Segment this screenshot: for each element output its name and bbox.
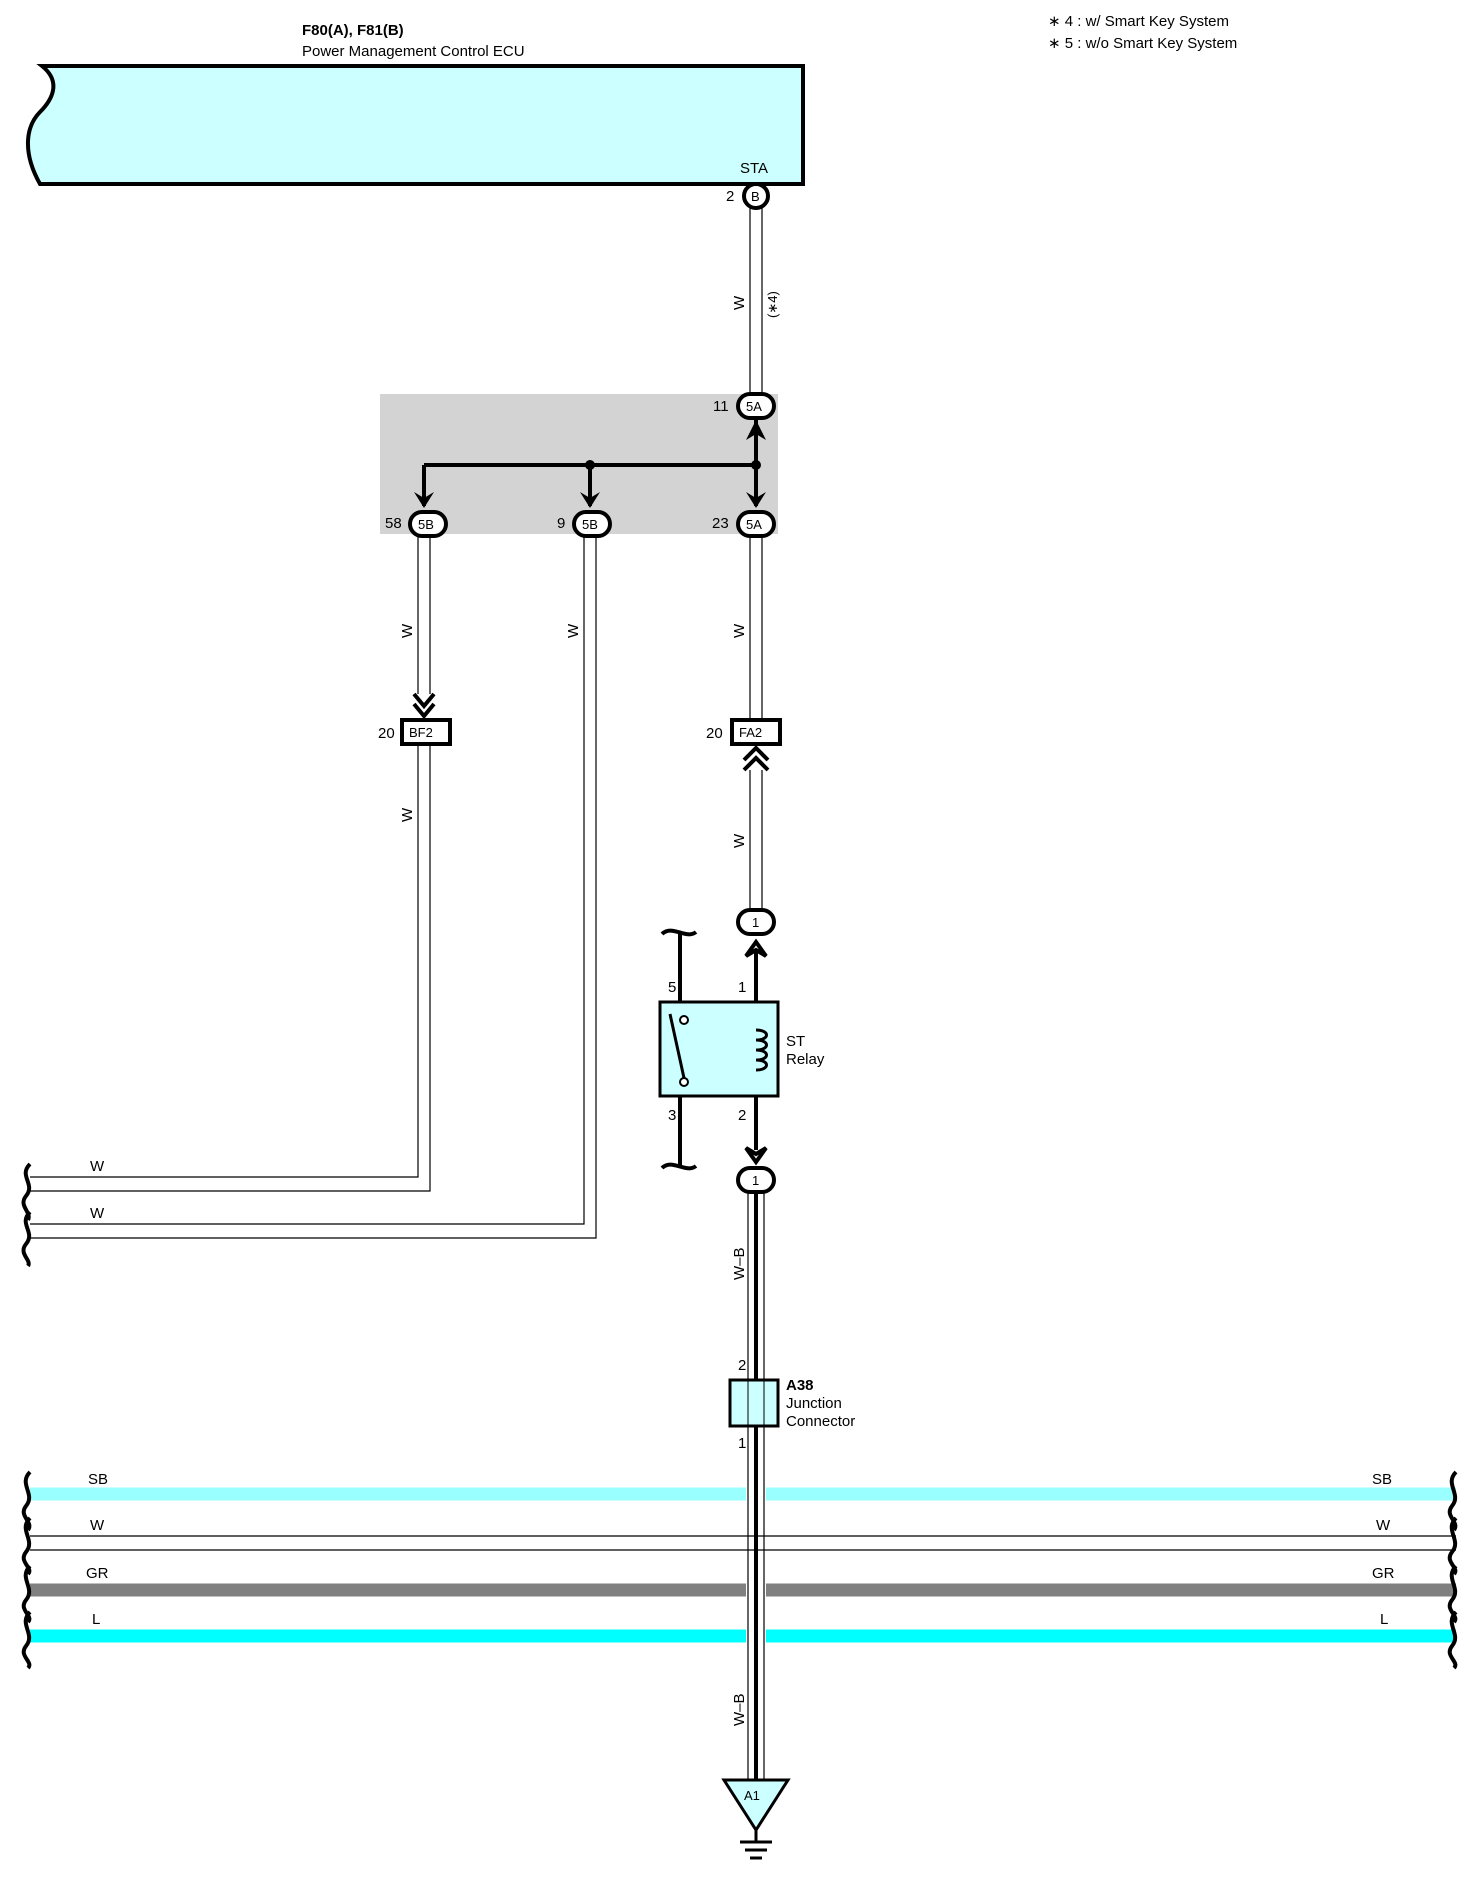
wire-bf2-to-left — [30, 744, 431, 1192]
ground-icon — [740, 1830, 772, 1860]
wire-color-label: W — [90, 1158, 105, 1175]
fa2-pin-number: 20 — [706, 725, 723, 742]
bus-lines — [30, 1487, 1456, 1643]
wire-junction-connector-to-ground — [747, 1426, 765, 1780]
ecu-terminal-label: STA — [740, 160, 768, 177]
ecu-subtitle: Power Management Control ECU — [302, 43, 525, 60]
st-relay — [658, 928, 780, 1171]
bus-label-w-right: W — [1376, 1517, 1391, 1534]
ecu-pin-connector — [742, 182, 770, 210]
ground-triangle — [721, 1778, 791, 1833]
a38-name-line2: Connector — [786, 1413, 855, 1430]
jb-out3-connector-label: 5A — [746, 517, 762, 532]
ecu-title: F80(A), F81(B) — [302, 22, 404, 39]
ecu-pin-connector-label: B — [751, 189, 760, 204]
jb-out3-pin-number: 23 — [712, 515, 729, 532]
jb-internal-bus — [414, 418, 766, 508]
a38-id: A38 — [786, 1377, 814, 1394]
relay-top-connector-label: 1 — [752, 915, 759, 930]
ecu-box — [26, 64, 805, 186]
bf2-connector-label: BF2 — [409, 725, 433, 740]
bus-label-w-left: W — [90, 1517, 105, 1534]
a38-pin-top: 2 — [738, 1357, 746, 1374]
wire-jb-to-bf2 — [412, 536, 436, 720]
relay-pin-2: 2 — [738, 1107, 746, 1124]
wire-color-label: W–B — [731, 1247, 748, 1280]
jb-out2-connector-label: 5B — [582, 517, 598, 532]
bus-label-sb-right: SB — [1372, 1471, 1392, 1488]
jb-out2-connector — [572, 510, 612, 538]
wire-color-label: W — [399, 623, 416, 638]
wire-color-label: W — [731, 623, 748, 638]
jb-out2-pin-number: 9 — [557, 515, 565, 532]
variant-note-label: (∗4) — [765, 291, 780, 318]
relay-name-line2: Relay — [786, 1051, 825, 1068]
relay-pin-5: 5 — [668, 979, 676, 996]
bus-label-sb-left: SB — [88, 1471, 108, 1488]
bf2-pin-number: 20 — [378, 725, 395, 742]
wire-color-label: W — [90, 1205, 105, 1222]
relay-bottom-connector-label: 1 — [752, 1173, 759, 1188]
relay-pin-3: 3 — [668, 1107, 676, 1124]
wire-color-label: W — [565, 623, 582, 638]
wire-ecu-to-junction-block — [749, 208, 763, 392]
jb-out3-connector — [736, 510, 776, 538]
bus-break-right — [1447, 1470, 1458, 1670]
a38-pin-bottom: 1 — [738, 1435, 746, 1452]
bus-label-gr-left: GR — [86, 1565, 109, 1582]
jb-out1-connector — [408, 510, 448, 538]
relay-break-top — [660, 928, 698, 937]
jb-out1-pin-number: 58 — [385, 515, 402, 532]
relay-top-connector — [736, 908, 776, 936]
note-no-smart-key: ∗ 5 : w/o Smart Key System — [1048, 35, 1237, 52]
a38-name-line1: Junction — [786, 1395, 842, 1412]
wire-color-label: W — [731, 833, 748, 848]
wire-color-label: W — [399, 807, 416, 822]
bus-label-l-left: L — [92, 1611, 100, 1628]
wire-fa2-to-relay — [742, 745, 770, 910]
ecu-pin-number: 2 — [726, 188, 734, 205]
relay-pin-1: 1 — [738, 979, 746, 996]
jb-out1-connector-label: 5B — [418, 517, 434, 532]
bf2-connector — [400, 718, 452, 746]
bus-label-l-right: L — [1380, 1611, 1388, 1628]
ground-id: A1 — [744, 1788, 760, 1803]
bus-label-gr-right: GR — [1372, 1565, 1395, 1582]
relay-break-bottom — [660, 1162, 698, 1171]
jb-top-pin-number: 11 — [713, 398, 729, 415]
wire-break-left-2 — [21, 1210, 32, 1268]
relay-name-line1: ST — [786, 1033, 805, 1050]
wire-color-label: W — [731, 295, 748, 310]
wire-color-label: W–B — [731, 1693, 748, 1726]
note-smart-key: ∗ 4 : w/ Smart Key System — [1048, 13, 1229, 30]
bus-break-left — [21, 1470, 32, 1670]
jb-top-connector-label: 5A — [746, 399, 762, 414]
wire-jb-9-to-left — [30, 536, 597, 1239]
wire-relay-to-junction-connector — [747, 1192, 765, 1380]
wire-jb-to-fa2 — [749, 536, 763, 718]
fa2-connector-label: FA2 — [739, 725, 762, 740]
fa2-connector — [730, 718, 782, 746]
a38-junction-connector — [728, 1378, 780, 1428]
